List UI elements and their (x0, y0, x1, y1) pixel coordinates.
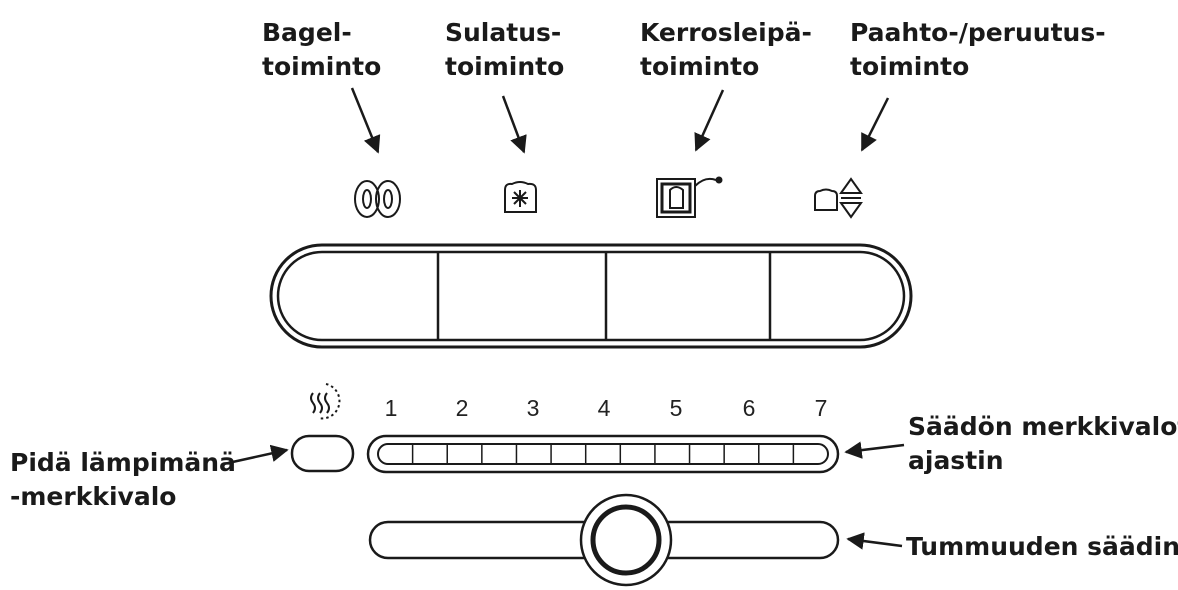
sandwich-label: Kerrosleipä- toiminto (640, 16, 812, 84)
browning-control-label: Tummuuden säädin (906, 530, 1178, 564)
keep-warm-arrow (227, 444, 289, 465)
toast-cancel-label: Paahto-/peruutus- toiminto (850, 16, 1106, 84)
scale-number-3: 3 (526, 395, 540, 421)
browning-slider-knob[interactable] (579, 493, 673, 587)
scale-number-2: 2 (455, 395, 469, 421)
browning-control-label-line-1: Tummuuden säädin (906, 532, 1178, 561)
sandwich-button[interactable] (606, 252, 769, 340)
toast-cancel-icon (814, 177, 863, 219)
function-button-bar (269, 243, 913, 349)
bagel-label-line-2: toiminto (262, 52, 382, 81)
defrost-label-line-2: toiminto (445, 52, 565, 81)
defrost-arrow (501, 95, 527, 154)
keep-warm-label: Pidä lämpimänä -merkkivalo (10, 446, 236, 514)
bagel-arrow (350, 87, 381, 154)
setting-light-segments (411, 444, 795, 464)
sandwich-arrow (694, 89, 725, 152)
toast-cancel-arrow (860, 97, 890, 152)
bagel-button[interactable] (300, 252, 437, 340)
sandwich-label-line-2: toiminto (640, 52, 760, 81)
toast-cancel-label-line-2: toiminto (850, 52, 970, 81)
scale-number-7: 7 (814, 395, 828, 421)
setting-lights-label-line-1: Säädön merkkivalot/ (908, 412, 1178, 441)
setting-lights-label-line-2: ajastin (908, 446, 1004, 475)
defrost-label-line-1: Sulatus- (445, 18, 562, 47)
bagel-icon (354, 180, 401, 218)
scale-number-6: 6 (742, 395, 756, 421)
setting-lights-arrow (844, 441, 905, 459)
setting-lights-label: Säädön merkkivalot/ ajastin (908, 410, 1178, 478)
toast-cancel-button[interactable] (770, 252, 882, 340)
keep-warm-label-line-2: -merkkivalo (10, 482, 177, 511)
toast-cancel-label-line-1: Paahto-/peruutus- (850, 18, 1106, 47)
scale-number-4: 4 (597, 395, 611, 421)
scale-number-5: 5 (669, 395, 683, 421)
setting-lights-bar (366, 434, 840, 474)
keep-warm-indicator (290, 434, 355, 473)
defrost-label: Sulatus- toiminto (445, 16, 564, 84)
defrost-button[interactable] (438, 252, 605, 340)
scale-number-1: 1 (384, 395, 398, 421)
browning-control-arrow (846, 532, 903, 550)
defrost-icon (504, 181, 537, 213)
keep-warm-icon (310, 383, 341, 420)
keep-warm-label-line-1: Pidä lämpimänä (10, 448, 236, 477)
sandwich-icon (656, 176, 723, 218)
bagel-label-line-1: Bagel- (262, 18, 352, 47)
sandwich-label-line-1: Kerrosleipä- (640, 18, 812, 47)
bagel-label: Bagel- toiminto (262, 16, 381, 84)
